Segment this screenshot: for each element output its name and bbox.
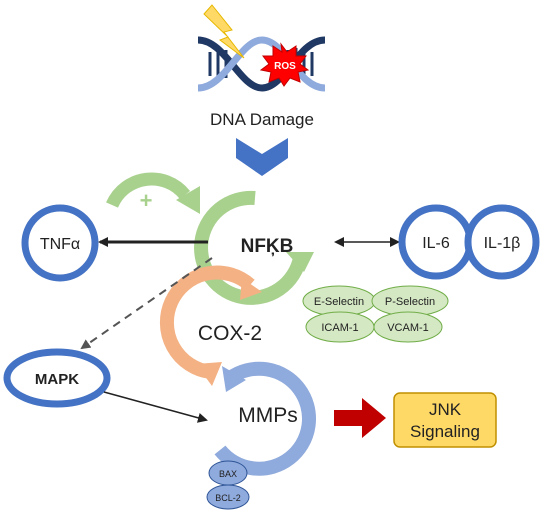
dna-damage-caption: DNA Damage bbox=[210, 110, 314, 129]
ros-burst-icon bbox=[259, 42, 310, 87]
nfkb-to-mapk-dashed-arrow bbox=[80, 257, 213, 350]
bcl2-label: BCL-2 bbox=[215, 493, 241, 503]
jnk-label-line1: JNK bbox=[429, 400, 462, 419]
il1b-label: IL-1β bbox=[484, 235, 521, 252]
nfkb-label: NFĶB bbox=[241, 236, 294, 257]
cox2-ring bbox=[159, 265, 255, 379]
adhesion-molecules: E-Selectin P-Selectin ICAM-1 VCAM-1 bbox=[302, 285, 449, 343]
mapk-node bbox=[3, 348, 111, 408]
p-selectin-label: P-Selectin bbox=[385, 296, 435, 308]
tnfa-node bbox=[21, 204, 99, 282]
dna-strand-dark bbox=[197, 36, 326, 92]
tnfa-label: TNFα bbox=[40, 236, 80, 253]
bcl2-oval bbox=[206, 484, 250, 510]
activation-arc bbox=[106, 172, 191, 209]
mapk-label: MAPK bbox=[35, 371, 79, 388]
il6-label: IL-6 bbox=[422, 235, 450, 252]
e-selectin-label: E-Selectin bbox=[314, 296, 364, 308]
vcam1-label: VCAM-1 bbox=[387, 322, 429, 334]
mmps-label: MMPs bbox=[238, 404, 298, 427]
il1b-node bbox=[464, 204, 540, 280]
dna-damage-icon: ROS bbox=[197, 4, 326, 92]
bax-label: BAX bbox=[219, 469, 237, 479]
icam1-label: ICAM-1 bbox=[321, 322, 358, 334]
vcam1-oval bbox=[373, 311, 443, 343]
nfkb-arrowhead bbox=[286, 252, 314, 272]
chevron-down-icon bbox=[236, 138, 288, 176]
mmps-ring bbox=[214, 361, 316, 476]
cox2-arrow-tail bbox=[240, 278, 262, 300]
cox2-arrowhead bbox=[196, 362, 222, 386]
activation-arrowhead bbox=[176, 186, 200, 214]
jnk-label-line2: Signaling bbox=[410, 422, 480, 441]
mmps-arrow-tail bbox=[222, 366, 246, 392]
plus-sign: + bbox=[140, 188, 153, 213]
jnk-signaling-box bbox=[393, 392, 497, 448]
mmps-to-jnk-arrow bbox=[334, 398, 386, 438]
dna-strand-light bbox=[197, 36, 326, 92]
cox2-label: COX-2 bbox=[198, 322, 262, 345]
mapk-to-mmps-arrow bbox=[103, 391, 208, 423]
lightning-icon bbox=[203, 4, 245, 59]
ros-label: ROS bbox=[274, 61, 296, 72]
